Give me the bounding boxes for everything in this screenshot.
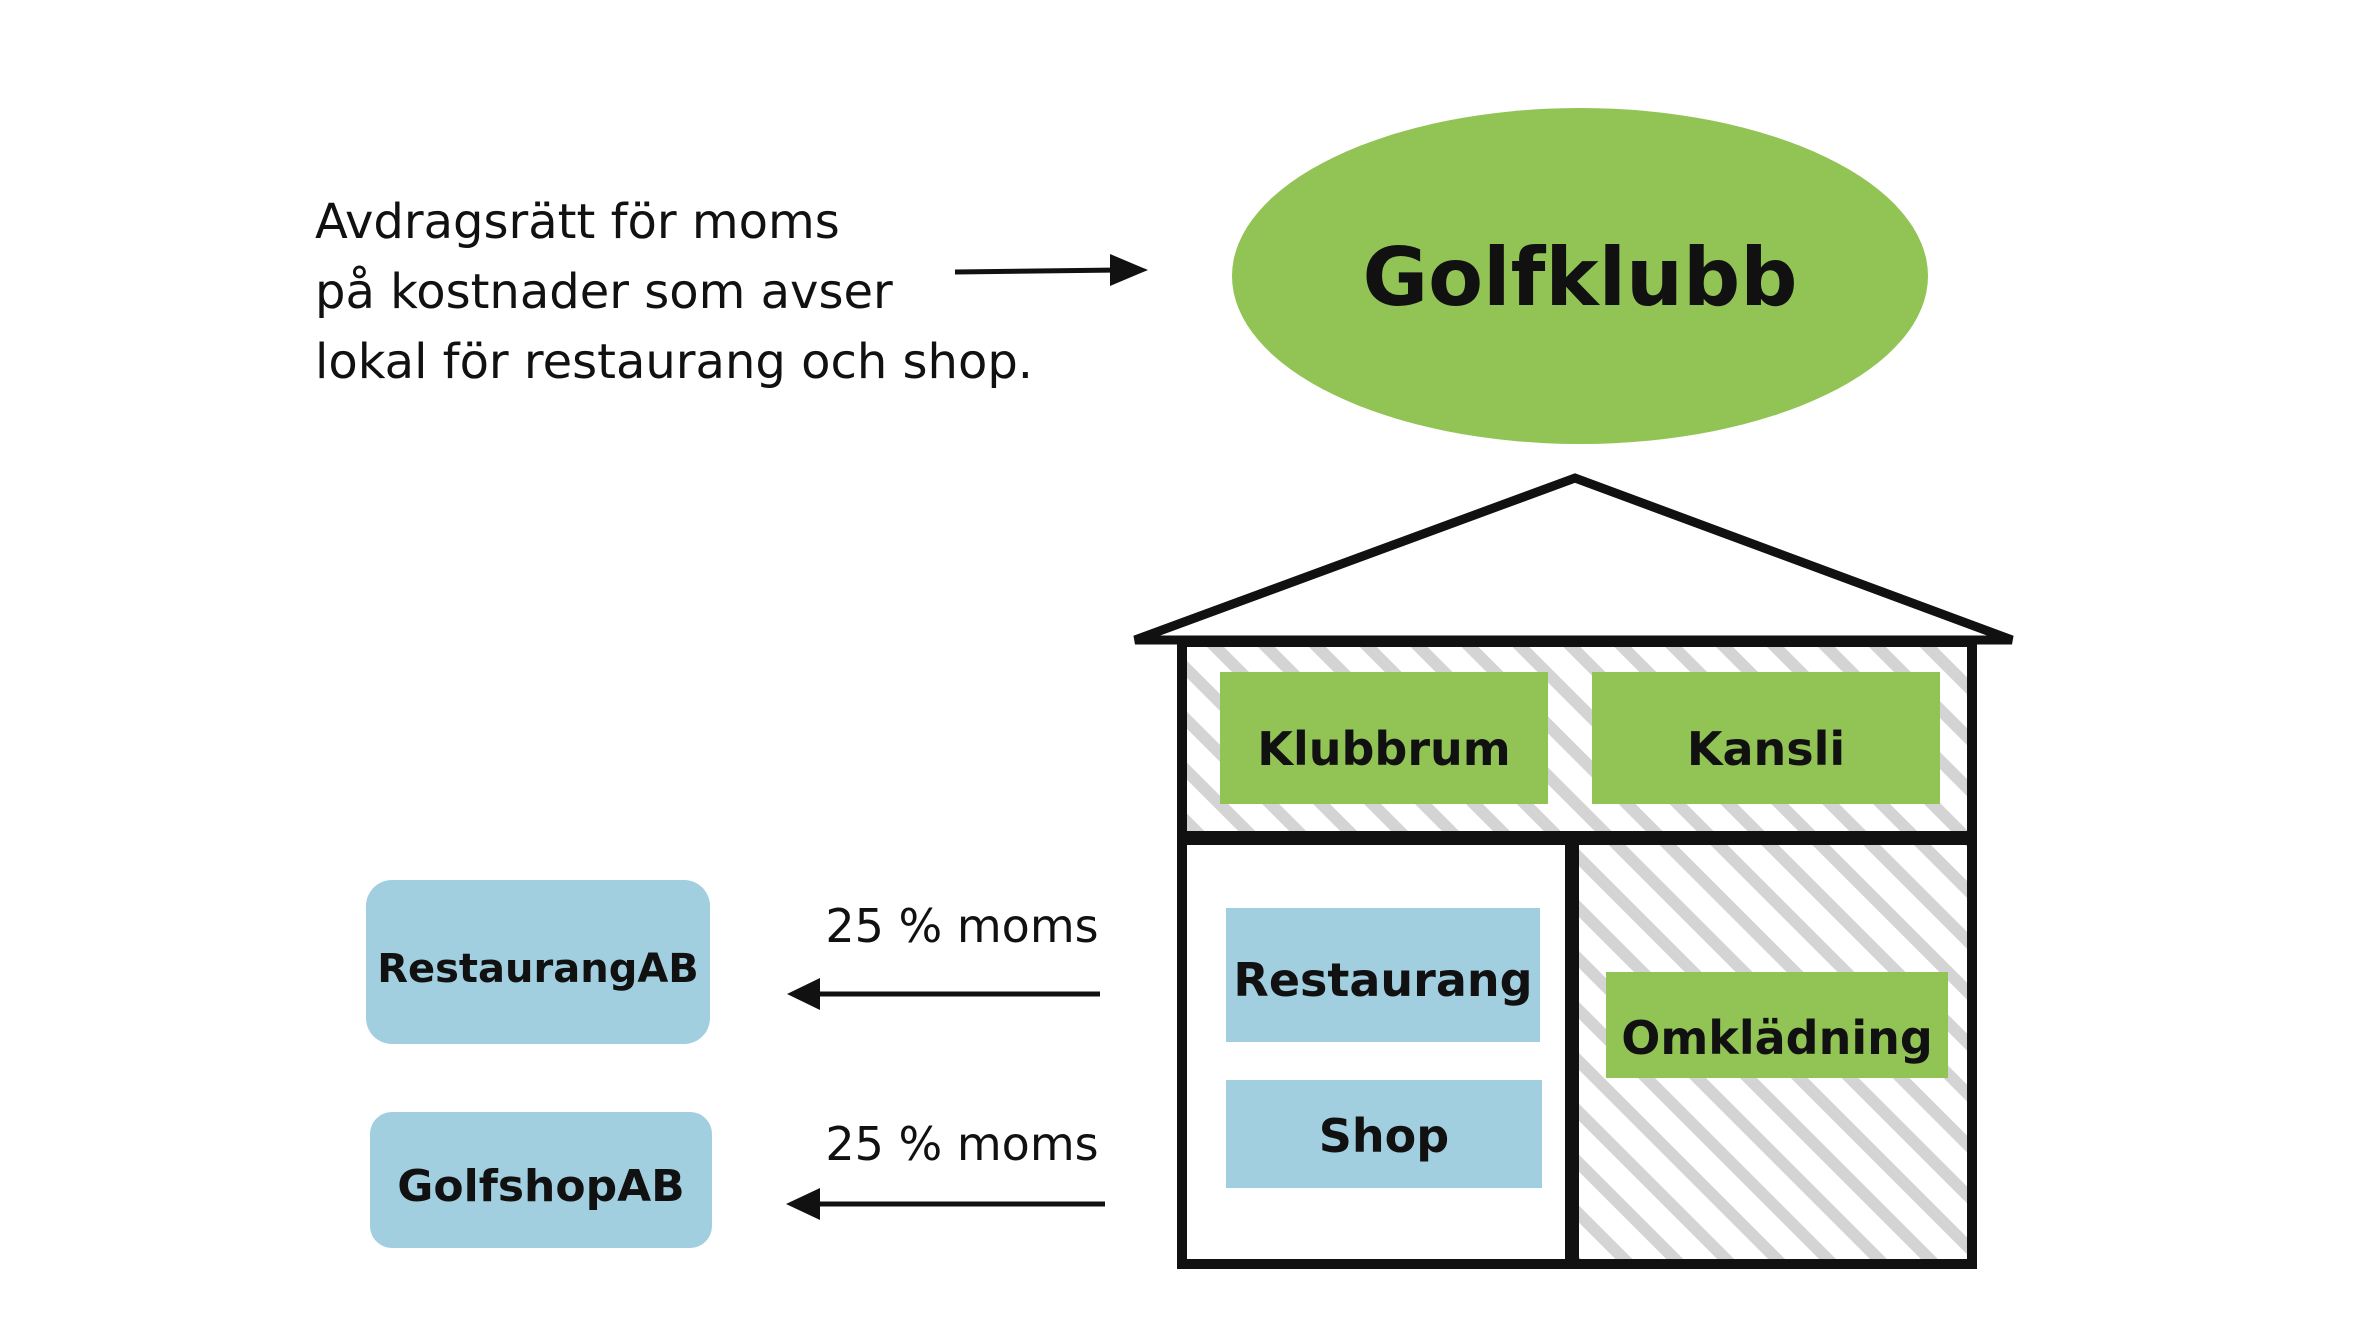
room-omkladning: Omklädning <box>1606 972 1948 1078</box>
company-golfshop-ab: GolfshopAB <box>370 1112 712 1248</box>
vat-golfshop-label: 25 % moms <box>825 1117 1098 1171</box>
shop-label: Shop <box>1319 1109 1449 1163</box>
vat-arrow-restaurang: 25 % moms <box>787 899 1100 1010</box>
golfshop-ab-label: GolfshopAB <box>397 1161 684 1212</box>
vat-restaurang-label: 25 % moms <box>825 899 1098 953</box>
golfklubb-ellipse <box>1232 108 1928 444</box>
intro-line-1: Avdragsrätt för moms <box>315 194 840 250</box>
intro-line-2: på kostnader som avser <box>315 264 893 320</box>
klubbrum-label: Klubbrum <box>1257 722 1510 776</box>
room-klubbrum: Klubbrum <box>1220 672 1548 804</box>
room-kansli: Kansli <box>1592 672 1940 804</box>
room-restaurang: Restaurang <box>1226 908 1540 1042</box>
golfklubb-label: Golfklubb <box>1363 231 1798 324</box>
golfklubb-node: Golfklubb <box>1232 108 1928 444</box>
vat-arrow-golfshop: 25 % moms <box>786 1117 1105 1220</box>
intro-line-3: lokal för restaurang och shop. <box>315 334 1033 390</box>
room-shop: Shop <box>1226 1080 1542 1188</box>
lower-left-room <box>1177 835 1575 1269</box>
kansli-label: Kansli <box>1687 722 1845 776</box>
restaurang-label: Restaurang <box>1233 953 1532 1007</box>
house-roof <box>1133 473 2014 645</box>
omkladning-label: Omklädning <box>1621 1011 1933 1065</box>
intro-text: Avdragsrätt för moms på kostnader som av… <box>315 194 1033 390</box>
arrow-to-club <box>954 254 1148 286</box>
company-restaurang-ab: RestaurangAB <box>366 880 710 1044</box>
restaurang-ab-label: RestaurangAB <box>377 946 699 992</box>
